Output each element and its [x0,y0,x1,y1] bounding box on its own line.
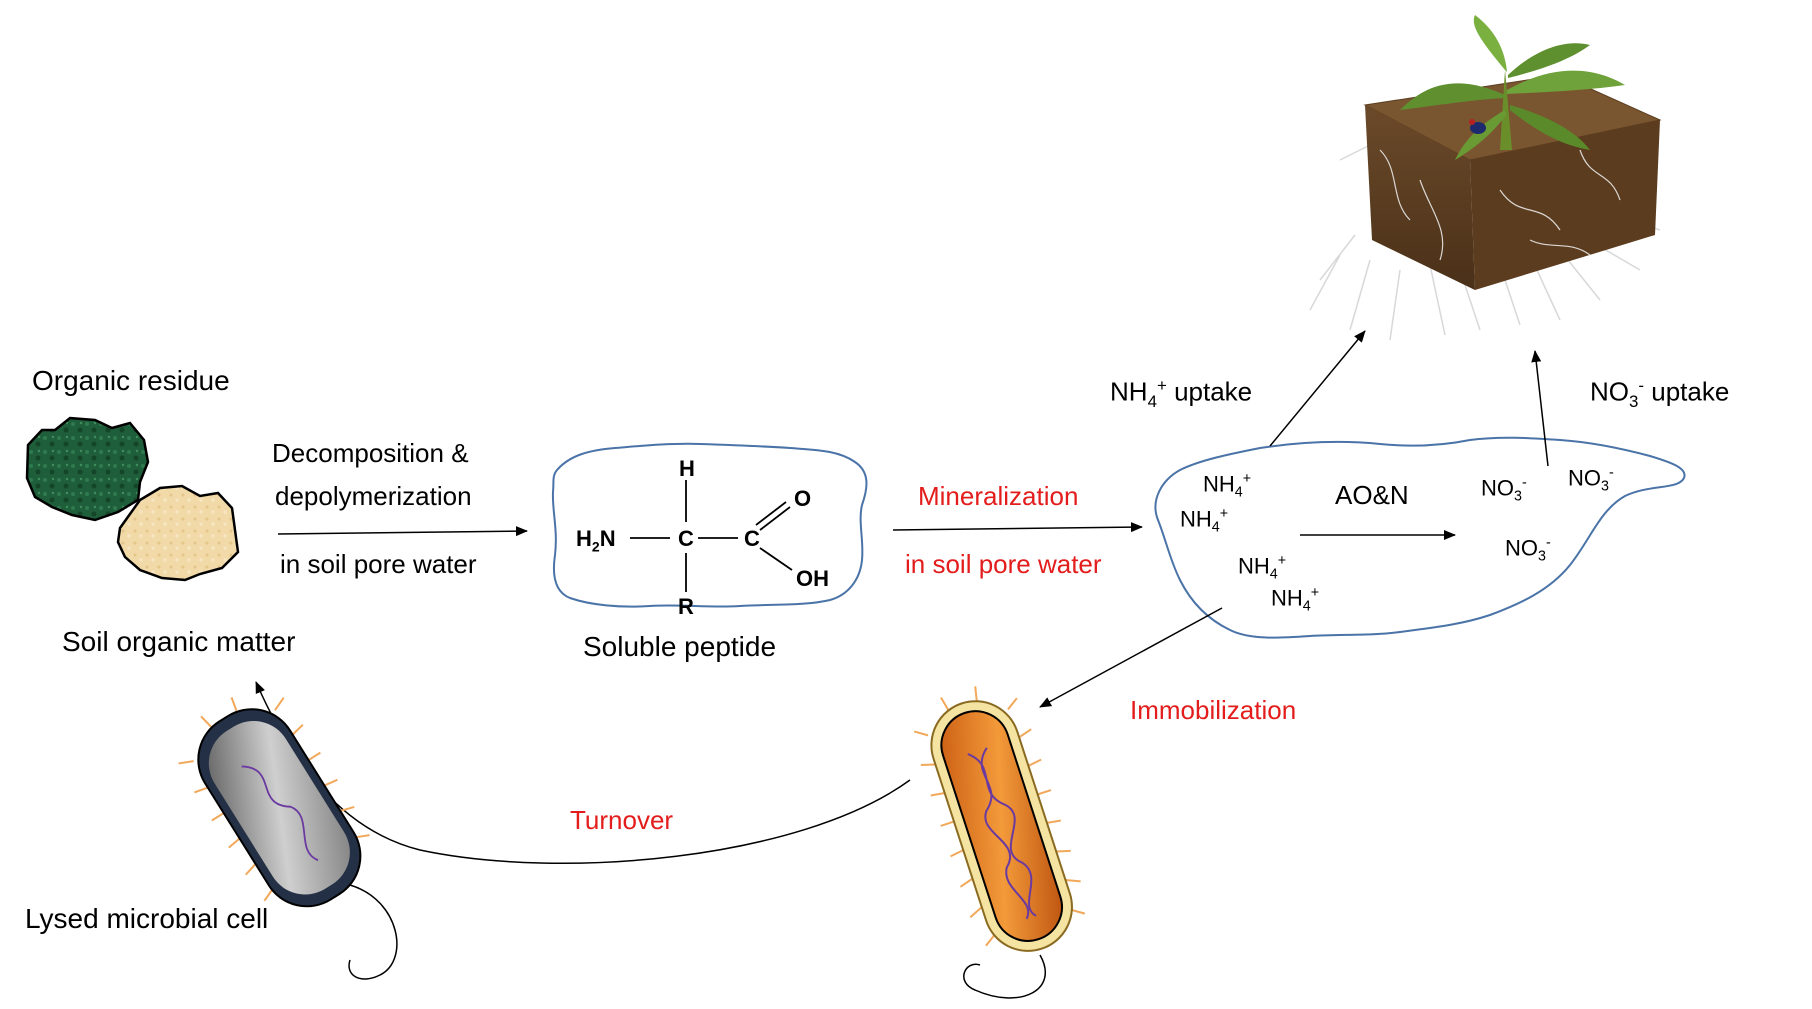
soil-plant-block-icon [1309,15,1662,341]
lysed-bacterium-icon [178,696,370,908]
mineralization-arrow [892,522,1143,533]
ammonium-ion: NH4+ [1271,585,1320,615]
ammonium-ion: NH4+ [1238,553,1287,583]
peptide-structure-bonds [630,480,793,592]
peptide-r: R [678,594,694,619]
tan-soil-residue-icon [116,484,240,582]
peptide-h-top: H [679,456,695,481]
immobilization-arrow [1039,607,1223,708]
lysed-bacterium-flagellum [348,884,398,980]
peptide-c-alpha: C [678,526,694,551]
soluble-peptide-label: Soluble peptide [583,631,777,662]
pore-water-blob-peptide [551,442,868,608]
mineralization-sub-label: in soil pore water [905,549,1102,579]
soil-organic-matter-label: Soil organic matter [62,626,296,657]
nitrate-ion: NO3- [1505,535,1551,565]
ammonium-ion: NH4+ [1180,506,1229,536]
mineralization-label: Mineralization [918,481,1079,511]
live-bacterium-icon [913,686,1086,952]
live-bacterium-flagellum [963,954,1047,999]
nitrate-ion: NO3- [1568,465,1614,495]
peptide-o: O [794,486,812,511]
immobilization-label: Immobilization [1130,695,1297,725]
ao-n-label: AO&N [1335,480,1409,510]
decomposition-label-line2: depolymerization [275,481,472,511]
ammonium-uptake-arrow [1269,330,1366,447]
ammonium-uptake-label: NH4+ uptake [1110,376,1253,411]
peptide-oh: OH [796,566,829,591]
decomposition-label-line3: in soil pore water [280,549,477,579]
decomposition-label-line1: Decomposition & [272,438,469,468]
lysed-microbial-cell-label: Lysed microbial cell [25,903,269,934]
turnover-label: Turnover [570,805,674,835]
organic-residue-label: Organic residue [32,365,230,396]
pore-water-blob-nitrogen [1154,436,1686,639]
nitrate-ion: NO3- [1481,475,1527,505]
peptide-c-carboxyl: C [744,526,760,551]
green-soil-residue-icon [25,416,150,522]
nitrate-uptake-label: NO3- uptake [1590,376,1730,411]
nitrate-uptake-arrow [1531,350,1549,467]
decomposition-arrow [277,526,528,537]
peptide-h2n: H2N [576,526,616,555]
ammonium-ion: NH4+ [1203,471,1252,501]
